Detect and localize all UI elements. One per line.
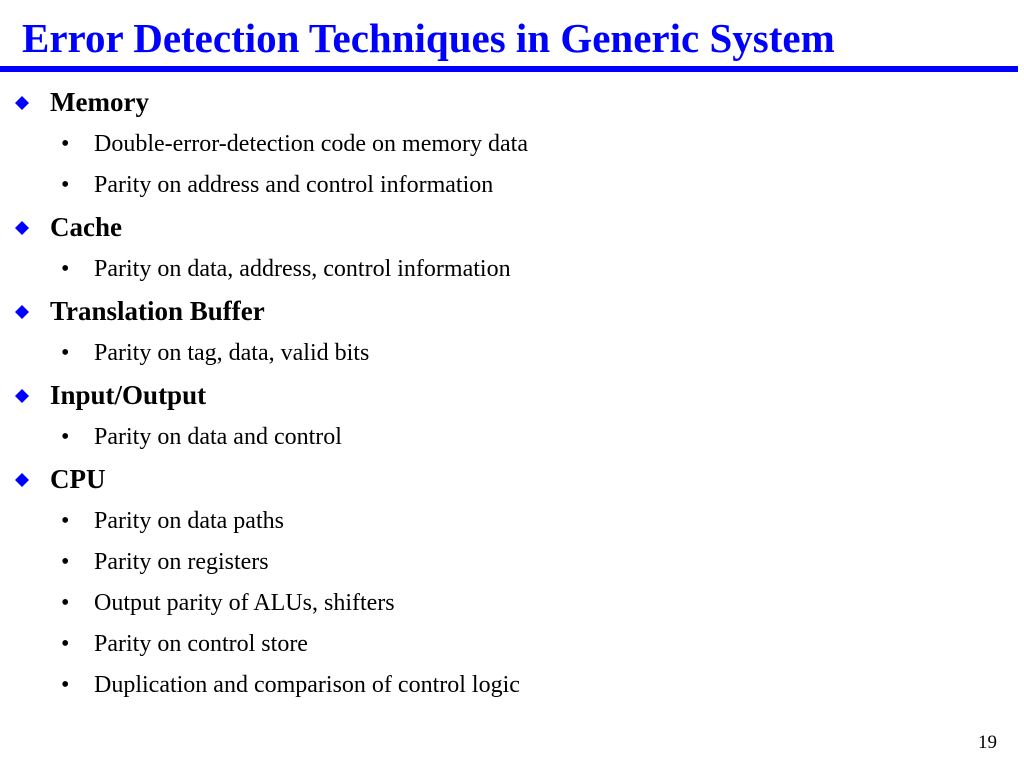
diamond-bullet-icon [15,473,29,487]
sub-bullet-item: • Output parity of ALUs, shifters [0,583,1024,624]
round-bullet-icon: • [61,508,70,534]
diamond-bullet-icon [15,305,29,319]
sub-bullet-item: • Parity on data paths [0,501,1024,542]
diamond-bullet-icon [15,389,29,403]
section-heading-label: Translation Buffer [50,296,265,326]
section-heading-item: CPU [0,458,1024,501]
sub-bullet-text: Parity on tag, data, valid bits [94,340,370,366]
round-bullet-icon: • [61,631,70,657]
round-bullet-icon: • [61,131,70,157]
title-underline-rule [0,66,1018,72]
sub-bullet-item: • Double-error-detection code on memory d… [0,124,1024,165]
diamond-bullet-icon [15,96,29,110]
sub-bullet-item: • Parity on registers [0,542,1024,583]
section-heading-label: Input/Output [50,380,207,410]
sub-bullet-item: • Duplication and comparison of control l… [0,665,1024,706]
round-bullet-icon: • [61,672,70,698]
round-bullet-icon: • [61,590,70,616]
sub-bullet-item: • Parity on tag, data, valid bits [0,333,1024,374]
sub-bullet-text: Parity on address and control informatio… [94,172,494,198]
round-bullet-icon: • [61,340,70,366]
section-heading-item: Translation Buffer [0,290,1024,333]
round-bullet-icon: • [61,256,70,282]
sub-bullet-text: Duplication and comparison of control lo… [94,672,520,698]
round-bullet-icon: • [61,424,70,450]
sub-bullet-text: Parity on data, address, control informa… [94,256,511,282]
sub-bullet-text: Parity on registers [94,549,269,575]
section-heading-item: Cache [0,206,1024,249]
sub-bullet-text: Output parity of ALUs, shifters [94,590,395,616]
sub-bullet-item: • Parity on data, address, control inform… [0,249,1024,290]
slide-title: Error Detection Techniques in Generic Sy… [22,15,835,61]
page-number: 19 [978,732,997,753]
round-bullet-icon: • [61,172,70,198]
sub-bullet-item: • Parity on data and control [0,417,1024,458]
sub-bullet-text: Double-error-detection code on memory da… [94,131,529,157]
sub-bullet-item: • Parity on address and control informati… [0,165,1024,206]
section-heading-item: Memory [0,81,1024,124]
bullet-list: Memory • Double-error-detection code on me… [0,81,1024,706]
section-heading-label: Cache [50,212,122,242]
diamond-bullet-icon [15,221,29,235]
section-heading-item: Input/Output [0,374,1024,417]
sub-bullet-text: Parity on data and control [94,424,342,450]
section-heading-label: Memory [50,87,149,117]
section-heading-label: CPU [50,464,106,494]
sub-bullet-text: Parity on data paths [94,508,284,534]
round-bullet-icon: • [61,549,70,575]
sub-bullet-text: Parity on control store [94,631,308,657]
sub-bullet-item: • Parity on control store [0,624,1024,665]
